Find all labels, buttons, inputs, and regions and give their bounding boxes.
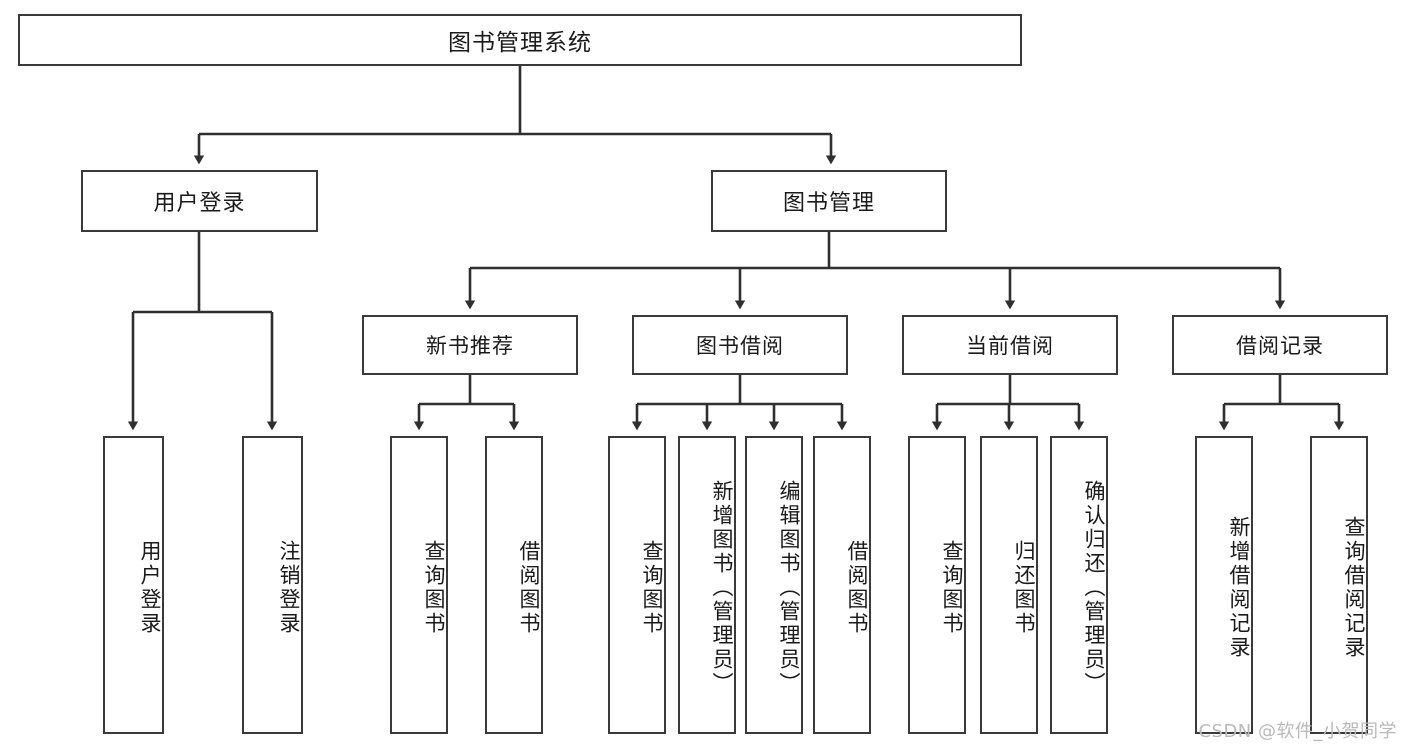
node-leaf-user-login-label: 用户登录 xyxy=(138,540,162,636)
node-leaf-user-logout[interactable]: 注销登录 xyxy=(242,436,303,734)
node-leaf-borrow-do[interactable]: 借阅图书 xyxy=(813,436,871,734)
node-leaf-rec-search[interactable]: 查询借阅记录 xyxy=(1310,436,1368,734)
node-borrow-record-label: 借阅记录 xyxy=(1236,334,1324,358)
node-leaf-borrow-add-label: 新增图书（管理员） xyxy=(710,480,734,696)
node-leaf-cur-query-label: 查询图书 xyxy=(940,540,964,636)
node-leaf-borrow-add[interactable]: 新增图书（管理员） xyxy=(678,436,736,734)
node-leaf-cur-confirm[interactable]: 确认归还（管理员） xyxy=(1050,436,1108,734)
node-current-borrow-label: 当前借阅 xyxy=(966,334,1054,358)
node-leaf-borrow-do-label: 借阅图书 xyxy=(845,540,869,636)
node-leaf-borrow-edit[interactable]: 编辑图书（管理员） xyxy=(745,436,803,734)
node-leaf-rec-search-label: 查询借阅记录 xyxy=(1342,516,1366,660)
node-root-label: 图书管理系统 xyxy=(448,30,592,56)
node-user-login[interactable]: 用户登录 xyxy=(81,170,318,232)
node-leaf-cur-confirm-label: 确认归还（管理员） xyxy=(1082,480,1106,696)
node-book-borrow-label: 图书借阅 xyxy=(696,334,784,358)
node-leaf-rec-add-label: 新增借阅记录 xyxy=(1227,516,1251,660)
node-leaf-user-logout-label: 注销登录 xyxy=(277,540,301,636)
node-leaf-user-login[interactable]: 用户登录 xyxy=(103,436,164,734)
node-leaf-rec-query-label: 查询图书 xyxy=(422,540,446,636)
node-book-manage-label: 图书管理 xyxy=(782,191,875,216)
node-book-borrow[interactable]: 图书借阅 xyxy=(632,315,848,375)
node-new-book-rec-label: 新书推荐 xyxy=(426,334,514,358)
node-leaf-cur-return-label: 归还图书 xyxy=(1012,540,1036,636)
node-leaf-borrow-edit-label: 编辑图书（管理员） xyxy=(777,480,801,696)
node-leaf-rec-borrow[interactable]: 借阅图书 xyxy=(485,436,543,734)
node-current-borrow[interactable]: 当前借阅 xyxy=(902,315,1118,375)
node-book-manage[interactable]: 图书管理 xyxy=(711,170,947,232)
node-leaf-cur-query[interactable]: 查询图书 xyxy=(908,436,966,734)
node-leaf-borrow-query-label: 查询图书 xyxy=(640,540,664,636)
node-root[interactable]: 图书管理系统 xyxy=(18,14,1022,66)
node-leaf-rec-borrow-label: 借阅图书 xyxy=(517,540,541,636)
node-leaf-borrow-query[interactable]: 查询图书 xyxy=(608,436,666,734)
node-user-login-label: 用户登录 xyxy=(153,191,246,216)
node-leaf-cur-return[interactable]: 归还图书 xyxy=(980,436,1038,734)
node-leaf-rec-query[interactable]: 查询图书 xyxy=(390,436,448,734)
node-borrow-record[interactable]: 借阅记录 xyxy=(1172,315,1388,375)
node-new-book-rec[interactable]: 新书推荐 xyxy=(362,315,578,375)
node-leaf-rec-add[interactable]: 新增借阅记录 xyxy=(1195,436,1253,734)
